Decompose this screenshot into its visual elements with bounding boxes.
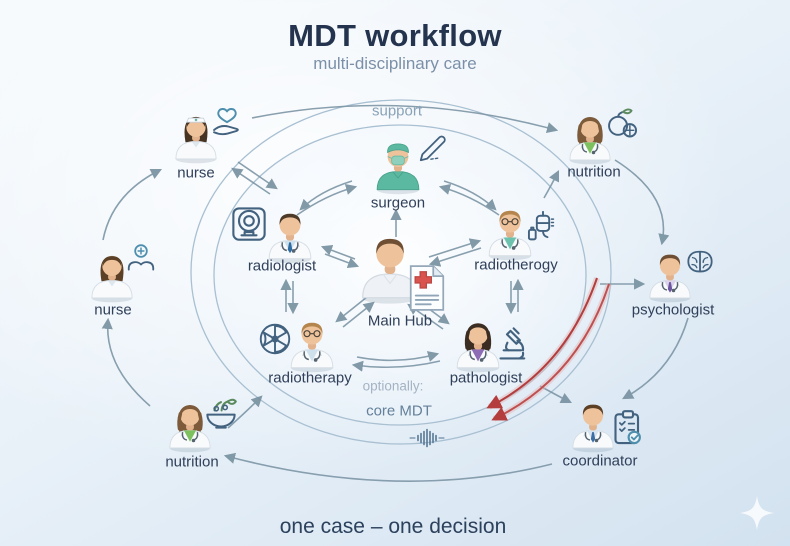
support-ring-label: support bbox=[371, 102, 423, 120]
salad-bowl-icon bbox=[202, 395, 240, 433]
role-label: nutrition bbox=[165, 453, 219, 471]
optionally-label: optionally: bbox=[362, 378, 424, 394]
role-label: psychologist bbox=[631, 301, 715, 319]
role-label: radiotherogy bbox=[474, 256, 558, 274]
scalpel-icon bbox=[416, 131, 450, 165]
page-subtitle: multi-disciplinary care bbox=[313, 54, 477, 73]
role-label: radiotherapy bbox=[268, 369, 352, 387]
medical-document-icon bbox=[402, 263, 452, 313]
iv-drip-icon bbox=[525, 209, 561, 245]
role-label: nurse bbox=[177, 164, 215, 182]
radiation-icon bbox=[256, 320, 294, 358]
role-label: surgeon bbox=[370, 194, 426, 212]
clipboard-check-icon bbox=[608, 408, 648, 448]
footer-tagline: one case – one decision bbox=[279, 515, 507, 538]
doctor-male-avatar bbox=[261, 207, 319, 265]
page-title: MDT workflow bbox=[288, 18, 502, 53]
microscope-icon bbox=[493, 324, 533, 364]
apple-icon bbox=[604, 105, 640, 141]
role-label: pathologist bbox=[449, 369, 523, 387]
waveform-glyph bbox=[409, 428, 445, 448]
role-label: nutrition bbox=[567, 163, 621, 181]
core-mdt-label: core MDT bbox=[366, 402, 432, 420]
sparkle-icon bbox=[740, 496, 774, 530]
ct-scanner-icon bbox=[229, 204, 269, 244]
care-hands-icon bbox=[124, 242, 158, 276]
brain-icon bbox=[683, 247, 717, 281]
role-label: Main Hub bbox=[367, 312, 433, 330]
heart-care-icon bbox=[209, 103, 245, 139]
role-label: radiologist bbox=[247, 257, 317, 275]
role-label: nurse bbox=[94, 301, 132, 319]
role-label: coordinator bbox=[562, 452, 638, 470]
